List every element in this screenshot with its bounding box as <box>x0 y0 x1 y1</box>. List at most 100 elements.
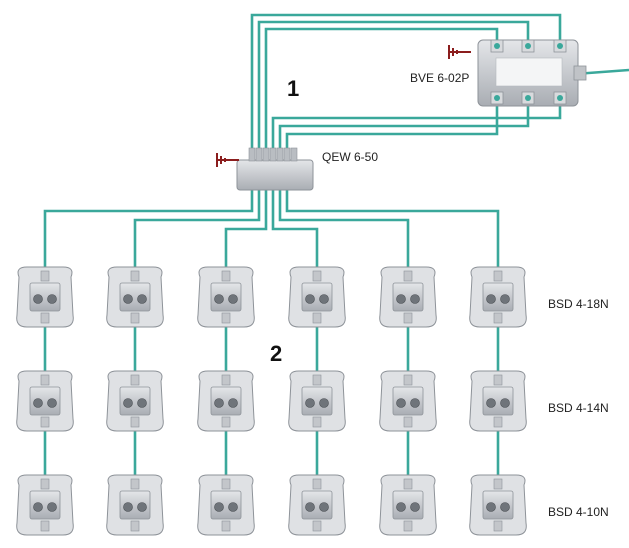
ground-symbol-multiswitch <box>216 153 239 167</box>
outlet-tv-port <box>33 294 43 304</box>
outlet-input-connector <box>40 374 50 386</box>
splitter-port <box>557 95 563 101</box>
wall-outlet-r2-c3 <box>197 370 255 432</box>
outlet-body <box>482 490 514 520</box>
outlet-body <box>29 282 61 312</box>
outlet-body <box>29 386 61 416</box>
wall-outlet-r1-c6 <box>469 266 527 328</box>
outlet-sat-port <box>137 398 147 408</box>
outlet-body <box>392 386 424 416</box>
multiswitch-port <box>283 147 291 162</box>
wall-outlet-r2-c4 <box>288 370 346 432</box>
outlet-body <box>119 386 151 416</box>
wall-outlet-r3-c6 <box>469 474 527 536</box>
outlet-output-connector <box>493 520 503 532</box>
outlet-input-connector <box>403 478 413 490</box>
outlet-body <box>119 490 151 520</box>
outlet-tv-port <box>214 294 224 304</box>
outlet-output-connector <box>40 312 50 324</box>
outlet-output-connector <box>130 520 140 532</box>
outlet-input-connector <box>40 478 50 490</box>
label-row-2: BSD 4-14N <box>548 401 609 415</box>
multiswitch-port <box>290 147 298 162</box>
outlet-output-connector <box>221 312 231 324</box>
outlet-tv-port <box>123 502 133 512</box>
outlet-sat-port <box>137 294 147 304</box>
outlet-sat-port <box>500 294 510 304</box>
outlet-output-connector <box>221 416 231 428</box>
splitter-port <box>525 43 531 49</box>
coax-cable <box>257 20 530 150</box>
label-row-1: BSD 4-18N <box>548 297 609 311</box>
devices <box>16 39 587 536</box>
outlet-input-connector <box>130 374 140 386</box>
feed-cable-1 <box>43 190 254 267</box>
outlet-input-connector <box>221 374 231 386</box>
outlet-tv-port <box>396 294 406 304</box>
outlet-sat-port <box>410 398 420 408</box>
outlet-output-connector <box>40 520 50 532</box>
outlet-sat-port <box>319 502 329 512</box>
outlet-sat-port <box>137 502 147 512</box>
outlet-body <box>301 386 333 416</box>
outlet-input-connector <box>403 374 413 386</box>
multiswitch-device <box>236 147 314 191</box>
splitter-port <box>557 43 563 49</box>
feed-cable-5 <box>278 190 410 267</box>
outlet-tv-port <box>305 502 315 512</box>
outlet-input-connector <box>493 374 503 386</box>
outlet-output-connector <box>493 416 503 428</box>
wall-outlet-r3-c1 <box>16 474 74 536</box>
outlet-sat-port <box>228 294 238 304</box>
coax-cable <box>271 100 562 150</box>
outlet-tv-port <box>33 398 43 408</box>
wall-outlet-r3-c5 <box>379 474 437 536</box>
outlet-body <box>29 490 61 520</box>
outlet-output-connector <box>312 312 322 324</box>
outlet-tv-port <box>305 294 315 304</box>
outlet-tv-port <box>486 502 496 512</box>
outlet-sat-port <box>228 502 238 512</box>
outlet-output-connector <box>493 312 503 324</box>
outlet-sat-port <box>47 294 57 304</box>
feed-cable-2 <box>133 190 261 267</box>
multiswitch-port <box>248 147 256 162</box>
ground-symbol-splitter <box>448 45 471 59</box>
wall-outlet-r3-c2 <box>106 474 164 536</box>
outlet-input-connector <box>40 270 50 282</box>
outlet-body <box>301 490 333 520</box>
outlet-input-connector <box>493 478 503 490</box>
outlet-input-connector <box>403 270 413 282</box>
splitter-port <box>525 95 531 101</box>
outlet-output-connector <box>40 416 50 428</box>
outlet-tv-port <box>123 294 133 304</box>
label-row-3: BSD 4-10N <box>548 505 609 519</box>
coax-cable <box>264 27 499 150</box>
outlet-tv-port <box>486 294 496 304</box>
splitter-port <box>494 95 500 101</box>
outlet-body <box>392 282 424 312</box>
multiswitch-port <box>269 147 277 162</box>
outlet-output-connector <box>312 416 322 428</box>
outlet-output-connector <box>403 520 413 532</box>
outlet-tv-port <box>486 398 496 408</box>
splitter-device <box>477 39 587 107</box>
outlet-body <box>119 282 151 312</box>
feed-cable-4 <box>271 190 319 267</box>
coax-cable <box>285 100 499 150</box>
wall-outlet-r1-c3 <box>197 266 255 328</box>
coax-cable <box>278 100 530 150</box>
outlet-input-connector <box>312 374 322 386</box>
multiswitch-port <box>255 147 263 162</box>
wall-outlet-r2-c1 <box>16 370 74 432</box>
outlet-output-connector <box>403 416 413 428</box>
wall-outlet-r2-c2 <box>106 370 164 432</box>
outlet-sat-port <box>228 398 238 408</box>
feed-cable-3 <box>224 190 268 267</box>
outlet-output-connector <box>312 520 322 532</box>
wall-outlet-r2-c6 <box>469 370 527 432</box>
outlet-input-connector <box>130 270 140 282</box>
outlet-tv-port <box>214 398 224 408</box>
splitter-input-connector <box>573 65 587 81</box>
